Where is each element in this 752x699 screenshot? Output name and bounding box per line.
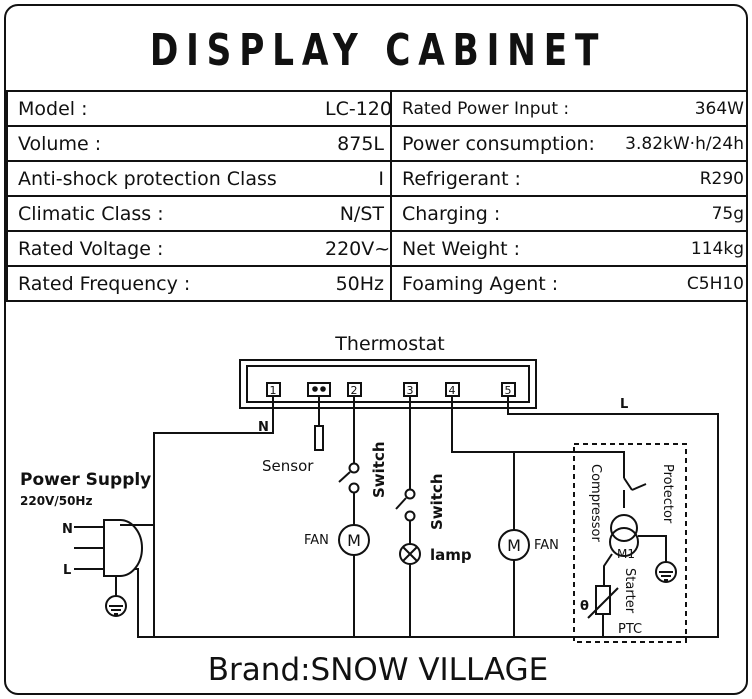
compressor-coil <box>610 514 638 542</box>
return-wire <box>153 396 719 638</box>
spec-label: Refrigerant : <box>390 160 615 197</box>
switch-contact <box>348 462 360 474</box>
brand-label: Brand:SNOW VILLAGE <box>207 652 549 688</box>
switch-contact <box>348 482 360 494</box>
terminal-label: 2 <box>351 384 358 397</box>
plate-title: DISPLAY CABINET <box>149 25 607 76</box>
n-wire-label: N <box>258 420 269 435</box>
spec-label: Model : <box>6 90 321 127</box>
compressor-feed-wire <box>451 396 625 478</box>
sensor-probe <box>314 425 324 451</box>
compressor-label: Compressor <box>588 464 603 543</box>
spec-value: I <box>321 160 392 197</box>
sensor-terminal-dot <box>312 386 318 392</box>
spec-value: 114kg <box>615 230 746 267</box>
thermostat-inner-box <box>246 365 530 403</box>
spec-label: Foaming Agent : <box>390 265 615 302</box>
motor-symbol: M <box>507 536 521 555</box>
spec-label: Rated Power Input : <box>390 90 615 127</box>
protector-contact <box>631 483 647 491</box>
terminal-label: 5 <box>505 384 512 397</box>
motor-symbol: M <box>347 531 361 550</box>
thermostat-label: Thermostat <box>334 333 444 355</box>
plug-l-label: L <box>63 563 71 578</box>
spec-label: Anti-shock protection Class <box>6 160 321 197</box>
fan-label: FAN <box>304 533 329 548</box>
spec-label: Climatic Class : <box>6 195 321 232</box>
fan-label: FAN <box>534 538 559 553</box>
spec-value: 875L <box>321 125 392 162</box>
sensor-terminal-dot <box>320 386 326 392</box>
terminal-label: 3 <box>407 384 414 397</box>
compressor-coil <box>609 527 639 557</box>
spec-row: Anti-shock protection Class I Refrigeran… <box>6 160 746 197</box>
lamp-cross <box>402 546 418 562</box>
spec-value: 3.82kW·h/24h <box>615 125 746 162</box>
protector-label: Protector <box>660 464 675 524</box>
neutral-wire <box>134 396 274 526</box>
spec-label: Net Weight : <box>390 230 615 267</box>
spec-label: Power consumption: <box>390 125 615 162</box>
l-wire-label: L <box>620 397 628 412</box>
spec-table: Model : LC-1200FX Rated Power Input : 36… <box>6 90 746 302</box>
switch-blade <box>395 497 407 510</box>
ptc-resistor <box>595 585 611 615</box>
power-supply-label: Power Supply <box>20 470 151 490</box>
spec-value: 364W <box>615 90 746 127</box>
spec-value: 50Hz <box>321 265 392 302</box>
spec-value: N/ST <box>321 195 392 232</box>
spec-row: Volume : 875L Power consumption: 3.82kW·… <box>6 125 746 162</box>
ground-symbol <box>655 561 677 583</box>
ptc-slash <box>587 587 619 619</box>
spec-value: 220V~ <box>321 230 392 267</box>
thermostat-box <box>239 359 537 409</box>
spec-row: Model : LC-1200FX Rated Power Input : 36… <box>6 90 746 127</box>
live-wire <box>134 568 154 638</box>
spec-label: Volume : <box>6 125 321 162</box>
terminal-label: 1 <box>270 384 277 397</box>
ptc-wire <box>603 553 613 586</box>
spec-value: 75g <box>615 195 746 232</box>
switch-label: Switch <box>428 473 446 530</box>
ground-lead <box>638 535 667 562</box>
spec-label: Rated Frequency : <box>6 265 321 302</box>
spec-value: LC-1200FX <box>321 90 392 127</box>
protector-contact <box>623 477 633 491</box>
starter-label: Starter <box>622 568 637 614</box>
ptc-label: PTC <box>618 622 642 637</box>
m1-label: M1 <box>617 547 635 561</box>
switch-contact <box>404 510 416 522</box>
compressor-box <box>573 443 687 643</box>
plug-body <box>103 519 143 577</box>
wiring-diagram: Thermostat 1 2 3 4 5 Sensor N L M F <box>20 333 719 643</box>
spec-row: Climatic Class : N/ST Charging : 75g <box>6 195 746 232</box>
spec-row: Rated Frequency : 50Hz Foaming Agent : C… <box>6 265 746 302</box>
lamp-label: lamp <box>430 546 472 564</box>
switch-contact <box>404 488 416 500</box>
spec-label: Charging : <box>390 195 615 232</box>
spec-value: R290 <box>615 160 746 197</box>
plug-n-label: N <box>62 522 73 537</box>
sensor-label: Sensor <box>262 457 314 475</box>
ground-symbol <box>105 595 127 617</box>
sensor-terminal <box>307 382 331 397</box>
spec-row: Rated Voltage : 220V~ Net Weight : 114kg <box>6 230 746 267</box>
power-spec-label: 220V/50Hz <box>20 494 92 508</box>
switch-blade <box>338 471 351 483</box>
spec-label: Rated Voltage : <box>6 230 321 267</box>
theta-label: θ <box>580 599 589 614</box>
terminal-label: 4 <box>449 384 456 397</box>
label-plate: DISPLAY CABINET Model : LC-1200FX Rated … <box>4 4 748 695</box>
spec-value: C5H10 <box>615 265 746 302</box>
switch-label: Switch <box>370 441 388 498</box>
